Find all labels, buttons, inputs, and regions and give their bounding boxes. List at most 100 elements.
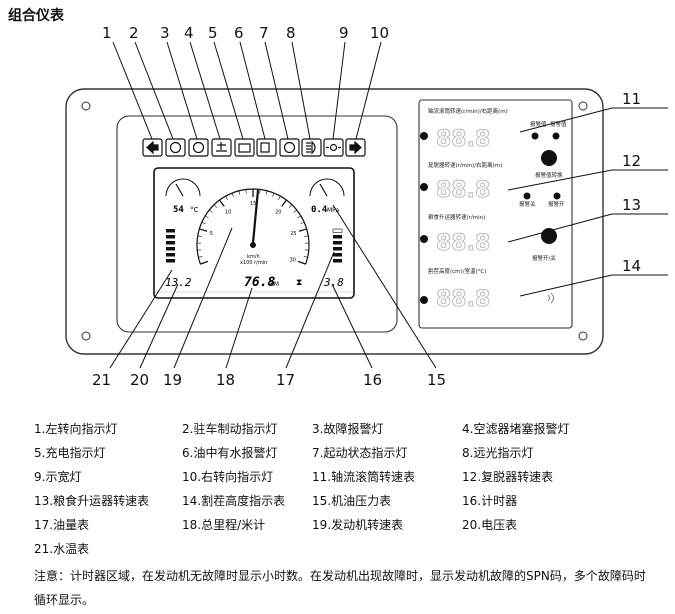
callout-21: 21 [92, 371, 111, 389]
tachometer-tick [209, 209, 213, 213]
tachometer-tick [225, 196, 228, 200]
water-temp-unit: °C [190, 206, 199, 214]
alarm-value-label-a: 报警值 [530, 120, 547, 128]
tachometer-tick [288, 204, 293, 208]
tachometer-tick [205, 215, 209, 219]
odometer-value: 76.8 [244, 275, 275, 290]
legend-row: 17.油量表 18.总里程/米计 19.发动机转速表 20.电压表 [34, 513, 654, 537]
rotor-speed-label: 轴流滚筒转速(r/min)/右距离(m) [428, 107, 508, 115]
alarm-value-label-b: 报警值 [550, 120, 567, 128]
buzzer-icon [547, 292, 554, 304]
callout-1: 1 [102, 24, 112, 42]
odometer-unit: KM [270, 281, 279, 288]
legend-item [312, 537, 462, 561]
air-filter-icon [211, 138, 232, 157]
right-turn-icon [345, 138, 366, 157]
tachometer-tick [198, 256, 203, 258]
note-text: 注意：计时器区域，在发动机无故障时显示小时数。在发动机出现故障时，显示发动机故障… [34, 569, 646, 607]
legend-item: 20.电压表 [462, 518, 518, 532]
tachometer-tick [259, 189, 261, 194]
tachometer-tick [201, 221, 206, 225]
callout-14: 14 [622, 257, 641, 275]
tachometer-needle [251, 189, 260, 244]
oil-pressure-gauge [309, 178, 345, 197]
legend-item [182, 537, 312, 561]
led-12 [420, 183, 428, 191]
callout-15: 15 [427, 371, 446, 389]
legend-item: 11.轴流滚筒转速表 [312, 470, 416, 484]
callout-numbers: 1 2 3 4 5 6 7 8 9 10 11 12 13 14 21 20 1… [92, 24, 641, 389]
elevator-speed-digits: 88.8 [436, 231, 490, 256]
legend-item: 7.起动状态指示灯 [312, 446, 408, 460]
right-panel [418, 99, 573, 329]
tachometer-tick [300, 221, 305, 225]
tachometer-tick-label: 30 [289, 257, 295, 263]
mount-hole [578, 101, 588, 111]
alarm-toggle-label: 报警开/关 [532, 254, 556, 262]
callout-7: 7 [259, 24, 269, 42]
callout-9: 9 [339, 24, 349, 42]
mount-hole [81, 331, 91, 341]
legend-row: 21.水温表 [34, 537, 654, 561]
oil-pressure-value: 0.4 [311, 205, 328, 215]
page-title: 组合仪表 [8, 8, 64, 24]
callout-20: 20 [130, 371, 149, 389]
rethresher-speed-digits: 88.8 [436, 178, 490, 203]
indicator-row [142, 138, 366, 157]
legend-item: 14.割茬高度指示表 [182, 494, 286, 508]
callout-3: 3 [160, 24, 170, 42]
tachometer-tick [303, 256, 308, 258]
callout-16: 16 [363, 371, 382, 389]
legend-item: 16.计时器 [462, 494, 518, 508]
legend-item [462, 537, 654, 561]
legend-item: 2.驻车制动指示灯 [182, 422, 278, 436]
tachometer-tick-label: 10 [225, 209, 231, 215]
legend-item: 6.油中有水报警灯 [182, 446, 278, 460]
tachometer-tick [293, 209, 297, 213]
tachometer-tick [238, 190, 241, 195]
mount-hole [81, 101, 91, 111]
legend-item: 9.示宽灯 [34, 470, 82, 484]
callout-4: 4 [184, 24, 194, 42]
water-temp-value: 54 [173, 205, 184, 215]
tachometer-speed-unit: km/h [247, 254, 260, 260]
tachometer-tick [219, 199, 225, 207]
cluster-housing [65, 88, 604, 355]
tachometer-scale [196, 188, 310, 265]
rethresher-speed-label: 复脱器转速(r/min)/右距离(m) [428, 161, 502, 169]
tachometer-tick [199, 228, 208, 232]
callout-2: 2 [129, 24, 139, 42]
led-13 [420, 235, 428, 243]
left-turn-icon [142, 138, 163, 157]
legend-item: 18.总里程/米计 [182, 518, 266, 532]
callout-6: 6 [234, 24, 244, 42]
fuel-value: 3.8 [323, 276, 344, 289]
alarm-off-led [523, 192, 531, 200]
tachometer-tick [297, 260, 306, 265]
tachometer-tick [298, 228, 307, 232]
legend-item: 19.发动机转速表 [312, 518, 404, 532]
tachometer-tick [304, 235, 309, 237]
tachometer-scale-unit: x100 r/min [240, 260, 267, 266]
alarm-toggle-button[interactable] [541, 228, 557, 244]
tachometer-tick-label: 25 [290, 231, 296, 237]
legend-item: 10.右转向指示灯 [182, 470, 274, 484]
legend-item: 17.油量表 [34, 518, 90, 532]
alarm-switch-button[interactable] [541, 150, 557, 166]
cluster-inner-left [116, 115, 398, 333]
callout-17: 17 [276, 371, 295, 389]
start-state-icon [279, 138, 300, 157]
temp-bar-meter [166, 229, 175, 263]
charging-icon [234, 138, 255, 157]
legend-item: 8.远光指示灯 [462, 446, 534, 460]
tachometer-tick-label: 20 [275, 209, 281, 215]
legend-item: 21.水温表 [34, 542, 90, 556]
fuel-bar-meter [332, 228, 343, 263]
rotor-speed-digits: 88.8 [436, 127, 490, 152]
alarm-led-a [531, 132, 539, 140]
led-11 [420, 132, 428, 140]
